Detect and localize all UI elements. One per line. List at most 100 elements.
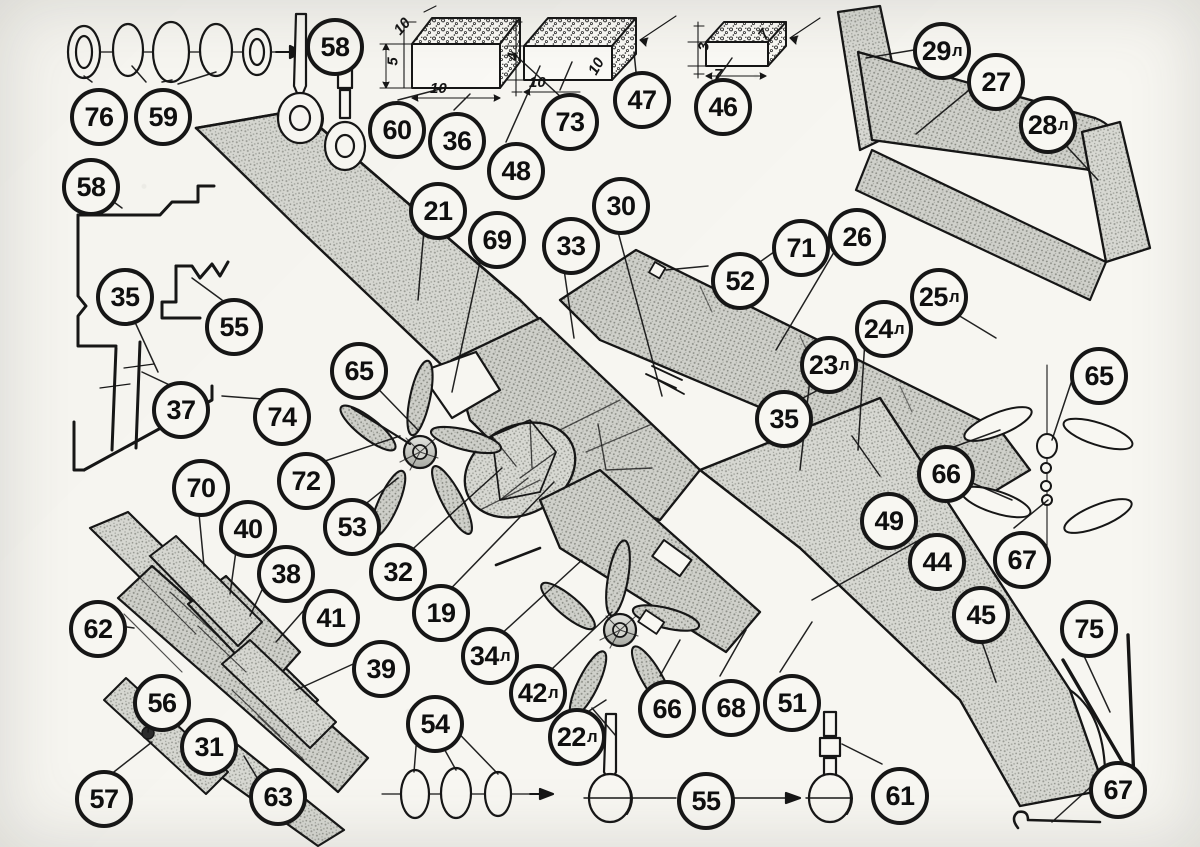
callout-number: 31 [194, 731, 224, 762]
callout-66[interactable]: 66 [917, 445, 975, 503]
callout-63[interactable]: 63 [249, 768, 307, 826]
callout-number: 38 [271, 558, 301, 589]
callout-32[interactable]: 32 [369, 543, 427, 601]
callout-number: 70 [186, 472, 216, 503]
callout-33[interactable]: 33 [542, 217, 600, 275]
callout-53[interactable]: 53 [323, 498, 381, 556]
callout-number: 46 [708, 91, 738, 122]
callout-27[interactable]: 27 [967, 53, 1025, 111]
callout-19[interactable]: 19 [412, 584, 470, 642]
callout-74[interactable]: 74 [253, 388, 311, 446]
callout-number: 32 [383, 556, 413, 587]
callout-number: 55 [691, 785, 721, 816]
callout-51[interactable]: 51 [763, 674, 821, 732]
callout-number: 36 [442, 125, 472, 156]
callout-31[interactable]: 31 [180, 718, 238, 776]
callout-54[interactable]: 54 [406, 695, 464, 753]
callout-56[interactable]: 56 [133, 674, 191, 732]
callout-55[interactable]: 55 [205, 298, 263, 356]
dim-label: 3 [695, 42, 713, 51]
callout-76[interactable]: 76 [70, 88, 128, 146]
propeller-upper [339, 359, 503, 539]
callout-35[interactable]: 35 [96, 268, 154, 326]
callout-65[interactable]: 65 [1070, 347, 1128, 405]
callout-58[interactable]: 58 [62, 158, 120, 216]
dim-label: 10 [529, 74, 546, 91]
callout-48[interactable]: 48 [487, 142, 545, 200]
callout-45[interactable]: 45 [952, 586, 1010, 644]
callout-number: 59 [148, 101, 178, 132]
wire-hook-67 [1012, 810, 1102, 830]
callout-61[interactable]: 61 [871, 767, 929, 825]
callout-26[interactable]: 26 [828, 208, 886, 266]
wire-part-74 [72, 384, 214, 472]
callout-58[interactable]: 58 [306, 18, 364, 76]
callout-44[interactable]: 44 [908, 533, 966, 591]
callout-67[interactable]: 67 [993, 531, 1051, 589]
callout-72[interactable]: 72 [277, 452, 335, 510]
callout-number: 24 [863, 313, 894, 344]
callout-number: 69 [482, 224, 512, 255]
callout-60[interactable]: 60 [368, 101, 426, 159]
callout-number: 42 [517, 677, 548, 708]
callout-66[interactable]: 66 [638, 680, 696, 738]
callout-number: 49 [874, 505, 904, 536]
dim-label: 4 [504, 52, 522, 61]
callout-71[interactable]: 71 [772, 219, 830, 277]
callout-59[interactable]: 59 [134, 88, 192, 146]
callout-number: 67 [1007, 544, 1037, 575]
callout-35[interactable]: 35 [755, 390, 813, 448]
callout-38[interactable]: 38 [257, 545, 315, 603]
callout-number: 57 [89, 783, 119, 814]
callout-40[interactable]: 40 [219, 500, 277, 558]
callout-55[interactable]: 55 [677, 772, 735, 830]
gear-wheel-right [805, 710, 853, 824]
callout-37[interactable]: 37 [152, 381, 210, 439]
wire-rod-a [99, 346, 131, 452]
material-block-1 [379, 5, 521, 102]
callout-suffix: л [586, 727, 598, 746]
callout-68[interactable]: 68 [702, 679, 760, 737]
callout-47[interactable]: 47 [613, 71, 671, 129]
material-block-2 [505, 15, 677, 97]
callout-number: 41 [316, 602, 346, 633]
callout-62[interactable]: 62 [69, 600, 127, 658]
callout-39[interactable]: 39 [352, 640, 410, 698]
callout-number: 58 [76, 171, 106, 202]
callout-67[interactable]: 67 [1089, 761, 1147, 819]
callout-number: 40 [233, 513, 263, 544]
callout-number: 67 [1103, 774, 1133, 805]
callout-suffix: л [893, 319, 905, 338]
callout-52[interactable]: 52 [711, 252, 769, 310]
callout-65[interactable]: 65 [330, 342, 388, 400]
callout-36[interactable]: 36 [428, 112, 486, 170]
callout-number: 19 [426, 597, 456, 628]
callout-21[interactable]: 21 [409, 182, 467, 240]
wire-part-55 [160, 260, 230, 320]
callout-73[interactable]: 73 [541, 93, 599, 151]
dim-label: 7 [714, 66, 723, 83]
callout-70[interactable]: 70 [172, 459, 230, 517]
callout-49[interactable]: 49 [860, 492, 918, 550]
callout-75[interactable]: 75 [1060, 600, 1118, 658]
callout-number: 35 [769, 403, 799, 434]
callout-number: 45 [966, 599, 996, 630]
callout-46[interactable]: 46 [694, 78, 752, 136]
dim-label: 10 [430, 80, 447, 97]
callout-number: 65 [1084, 360, 1114, 391]
callout-30[interactable]: 30 [592, 177, 650, 235]
callout-41[interactable]: 41 [302, 589, 360, 647]
callout-57[interactable]: 57 [75, 770, 133, 828]
washer-stack-top [66, 20, 304, 84]
callout-number: 63 [263, 781, 293, 812]
callout-69[interactable]: 69 [468, 211, 526, 269]
callout-number: 68 [716, 692, 746, 723]
